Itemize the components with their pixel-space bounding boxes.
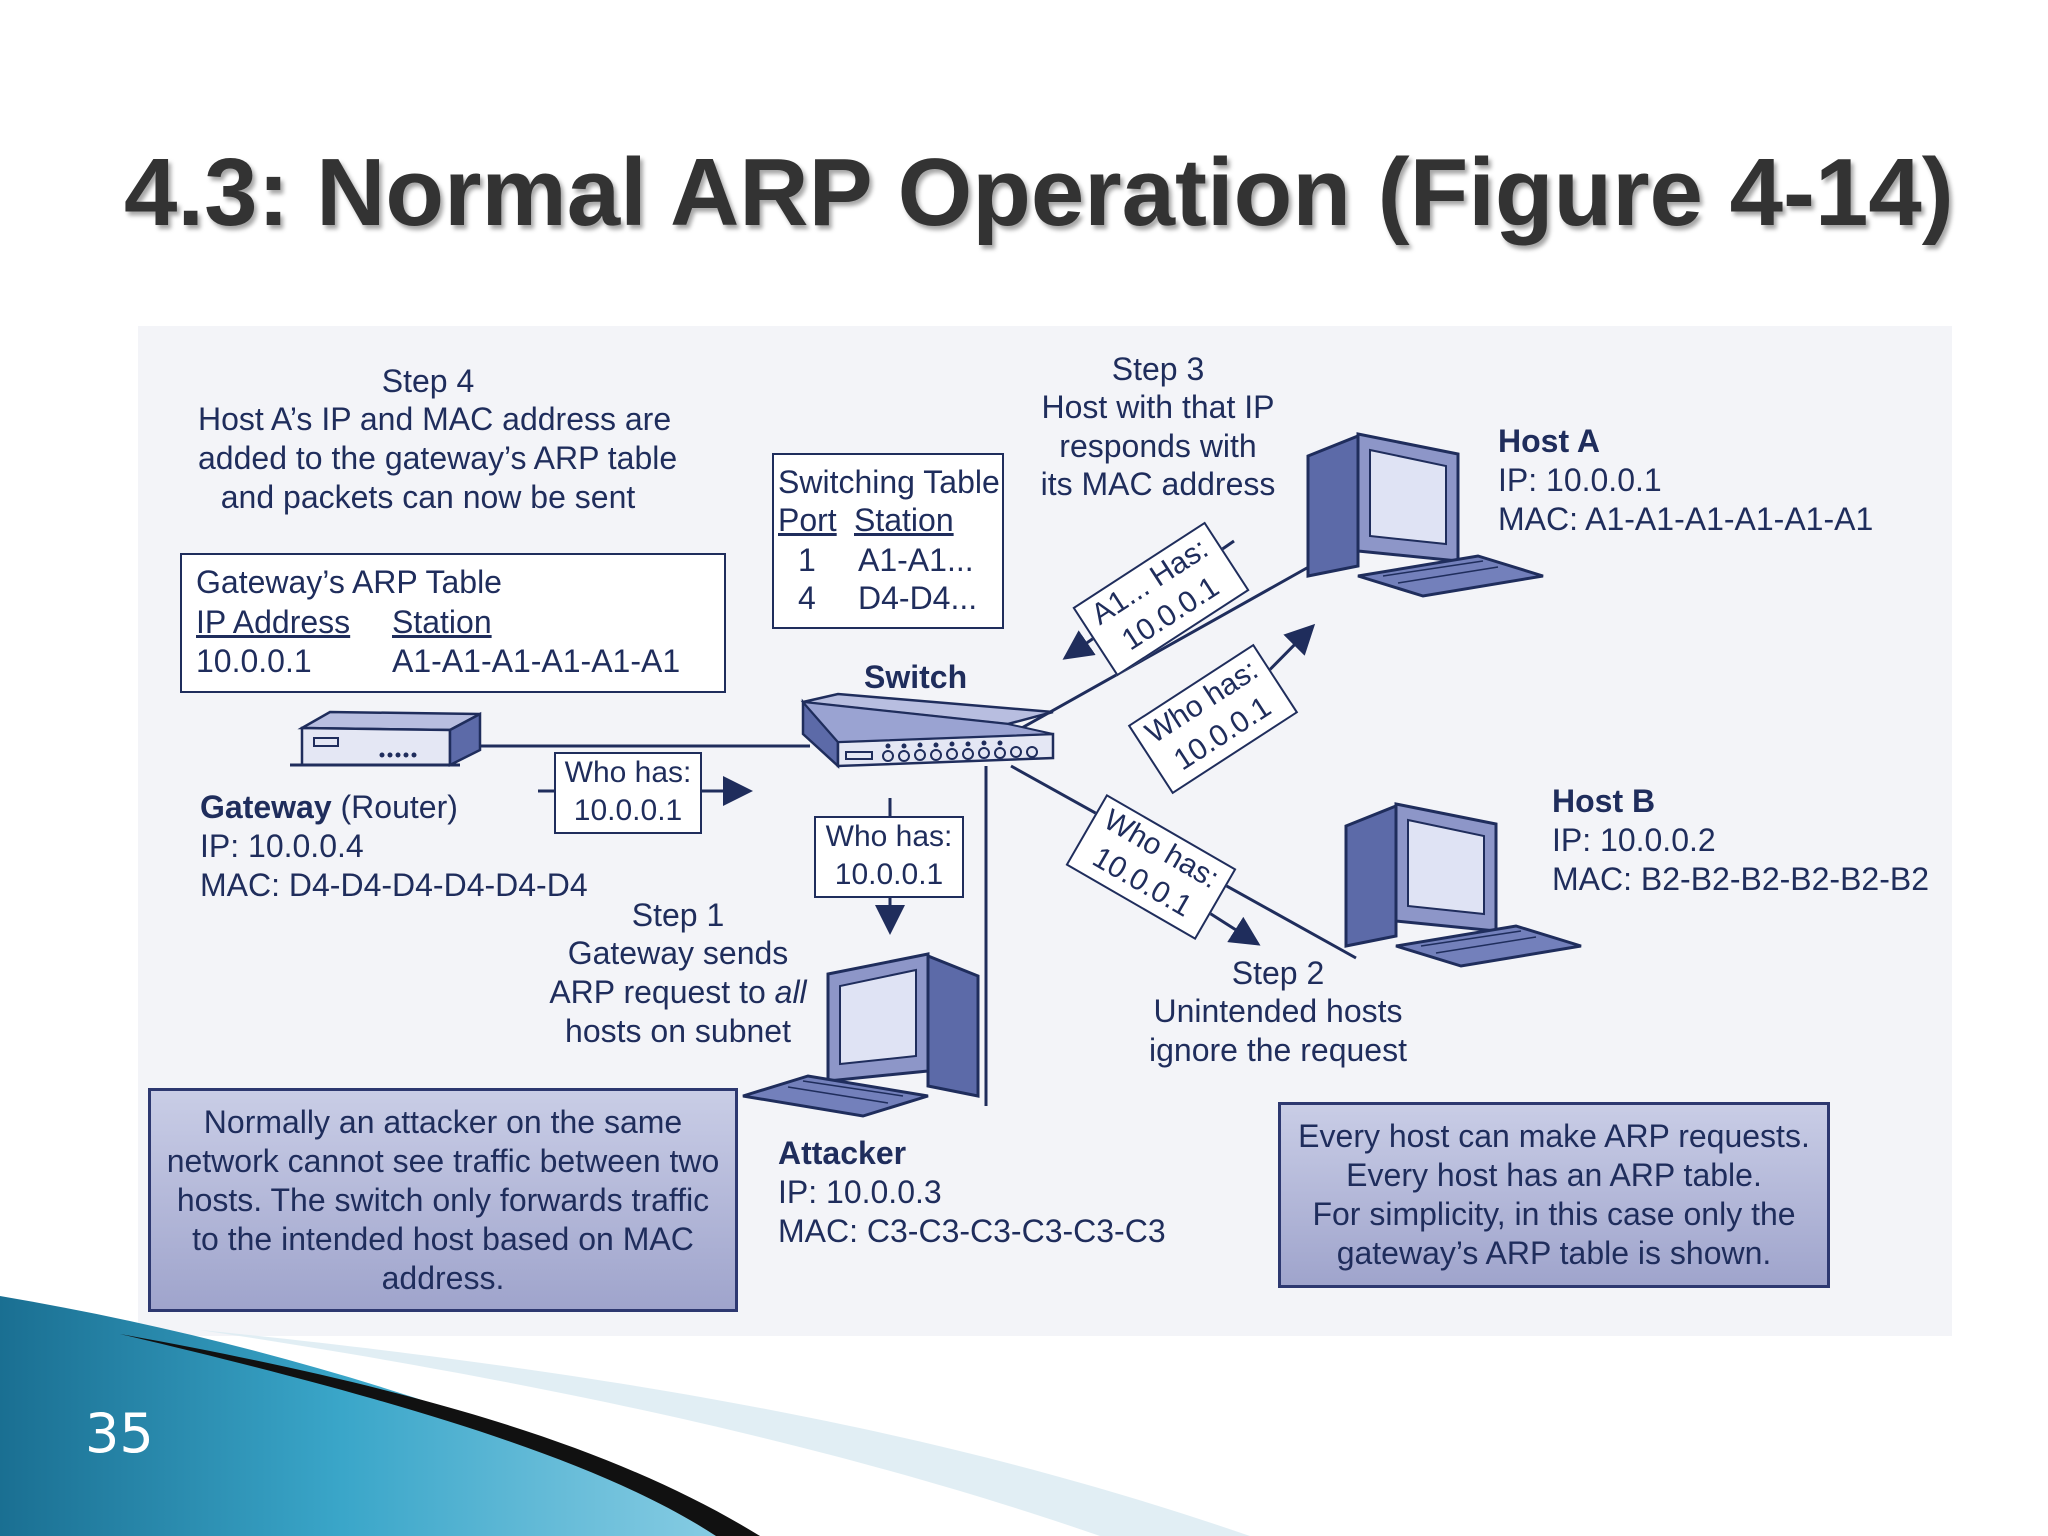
host-a-computer-icon bbox=[1306, 432, 1544, 598]
attacker-request-line-2: 10.0.0.1 bbox=[834, 858, 944, 891]
step3-heading: Step 3 bbox=[1111, 351, 1205, 387]
attacker-note-line-5: address. bbox=[381, 1260, 505, 1296]
attacker-note-line-2: network cannot see traffic between two bbox=[166, 1143, 720, 1179]
host-a-mac: MAC: A1-A1-A1-A1-A1-A1 bbox=[1498, 501, 1874, 537]
switch-label: Switch bbox=[864, 659, 968, 695]
gateway-ip: IP: 10.0.0.4 bbox=[200, 828, 364, 864]
switching-table: Switching Table Port Station 1 A1-A1... … bbox=[772, 453, 1004, 629]
step1-line-1: Gateway sends bbox=[567, 935, 789, 971]
step3-line-1: Host with that IP bbox=[1041, 389, 1275, 425]
attacker-computer-icon bbox=[742, 952, 980, 1118]
step1-line-3: hosts on subnet bbox=[565, 1013, 791, 1049]
switching-row-1-station: A1-A1... bbox=[858, 542, 974, 578]
switching-row-2-port: 4 bbox=[798, 580, 816, 616]
switch-icon bbox=[800, 692, 1055, 769]
gateway-arp-table: Gateway’s ARP Table IP Address Station 1… bbox=[180, 553, 726, 693]
step1-line-2: ARP request to all bbox=[528, 973, 828, 1011]
step1-heading: Step 1 bbox=[631, 897, 725, 933]
attacker-note-line-3: hosts. The switch only forwards traffic bbox=[176, 1182, 710, 1218]
gateway-mac: MAC: D4-D4-D4-D4-D4-D4 bbox=[200, 867, 588, 903]
host-b-computer-icon bbox=[1344, 802, 1582, 968]
arp-table-title: Gateway’s ARP Table bbox=[196, 564, 502, 600]
switching-table-col-port: Port bbox=[778, 502, 837, 538]
step4-heading: Step 4 bbox=[381, 363, 475, 399]
arp-note-line-2: Every host has an ARP table. bbox=[1346, 1157, 1762, 1193]
step3-line-2: responds with bbox=[1059, 428, 1257, 464]
step1-line-2-text: ARP request to bbox=[549, 974, 775, 1010]
step1-line-2-emphasis: all bbox=[774, 974, 807, 1010]
switching-row-2-station: D4-D4... bbox=[858, 580, 978, 616]
attacker-request-message: Who has: 10.0.0.1 bbox=[814, 816, 964, 898]
attacker-name: Attacker bbox=[778, 1135, 907, 1171]
host-b-ip: IP: 10.0.0.2 bbox=[1552, 822, 1716, 858]
slide-title: 4.3: Normal ARP Operation (Figure 4-14) bbox=[124, 139, 1954, 246]
router-icon bbox=[290, 710, 482, 768]
switching-table-title: Switching Table bbox=[778, 464, 1000, 500]
step4-line-1: Host A’s IP and MAC address are bbox=[198, 401, 672, 437]
arp-note-line-1: Every host can make ARP requests. bbox=[1298, 1118, 1810, 1154]
arp-table-row-ip: 10.0.0.1 bbox=[196, 643, 312, 679]
step2-line-1: Unintended hosts bbox=[1153, 993, 1403, 1029]
gateway-request-line-1: Who has: bbox=[564, 756, 692, 789]
step4-line-2: added to the gateway’s ARP table bbox=[198, 440, 678, 476]
gateway-type: (Router) bbox=[340, 789, 458, 825]
step3-line-3: its MAC address bbox=[1040, 466, 1276, 502]
gateway-title: Gateway (Router) bbox=[200, 788, 458, 826]
step2-heading: Step 2 bbox=[1231, 955, 1325, 991]
switch-hosta-link bbox=[1010, 562, 1315, 736]
arp-table-col-ip: IP Address bbox=[196, 604, 351, 640]
arp-figure: Step 4 Host A’s IP and MAC address are a… bbox=[138, 326, 1952, 1336]
attacker-note-line-1: Normally an attacker on the same bbox=[203, 1104, 683, 1140]
slide-number: 35 bbox=[85, 1402, 154, 1465]
arp-note: Every host can make ARP requests. Every … bbox=[1278, 1102, 1830, 1288]
arp-note-line-3: For simplicity, in this case only the bbox=[1312, 1196, 1796, 1232]
arp-note-line-4: gateway’s ARP table is shown. bbox=[1336, 1235, 1772, 1271]
step2-line-2: ignore the request bbox=[1149, 1032, 1407, 1068]
gateway-request-message: Who has: 10.0.0.1 bbox=[554, 752, 702, 834]
switching-row-1-port: 1 bbox=[798, 542, 816, 578]
attacker-ip: IP: 10.0.0.3 bbox=[778, 1174, 942, 1210]
arp-table-col-station: Station bbox=[392, 604, 492, 640]
step4-line-3: and packets can now be sent bbox=[220, 479, 636, 515]
attacker-mac: MAC: C3-C3-C3-C3-C3-C3 bbox=[778, 1213, 1166, 1249]
attacker-note: Normally an attacker on the same network… bbox=[148, 1088, 738, 1312]
host-b-mac: MAC: B2-B2-B2-B2-B2-B2 bbox=[1552, 861, 1930, 897]
switching-table-col-station: Station bbox=[854, 502, 954, 538]
gateway-request-line-2: 10.0.0.1 bbox=[573, 794, 683, 827]
attacker-note-line-4: to the intended host based on MAC bbox=[192, 1221, 694, 1257]
gateway-name: Gateway bbox=[200, 789, 332, 825]
host-a-name: Host A bbox=[1498, 423, 1600, 459]
arp-table-row-station: A1-A1-A1-A1-A1-A1 bbox=[392, 643, 681, 679]
host-b-name: Host B bbox=[1552, 783, 1656, 819]
attacker-request-line-1: Who has: bbox=[825, 820, 953, 853]
host-a-ip: IP: 10.0.0.1 bbox=[1498, 462, 1662, 498]
